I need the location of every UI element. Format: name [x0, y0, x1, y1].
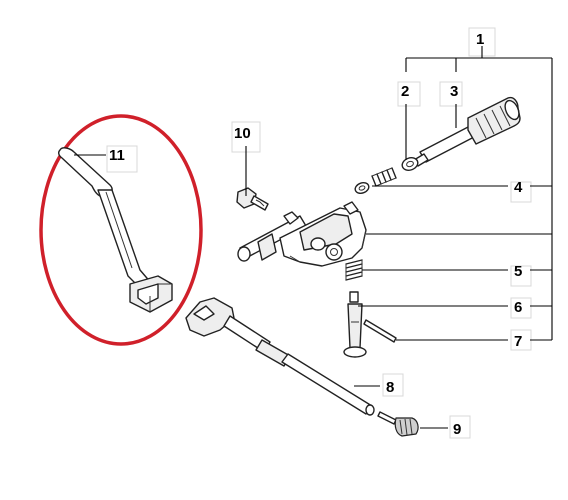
part-2-washer [401, 157, 419, 171]
part-4-spring [354, 167, 397, 194]
callout-8: 8 [386, 379, 394, 396]
part-5-spring [345, 259, 363, 281]
shift-bracket [237, 201, 367, 267]
part-7-small-pin [363, 319, 397, 343]
part-11-gear-lever [58, 147, 173, 313]
callout-3: 3 [450, 83, 458, 100]
callout-1: 1 [476, 31, 484, 48]
callout-9: 9 [453, 421, 461, 438]
callout-5: 5 [514, 263, 522, 280]
part-8-shift-rod [185, 297, 375, 416]
part-3-shift-shaft [413, 96, 521, 167]
part-10-bolt [236, 187, 269, 211]
callout-4: 4 [514, 179, 523, 196]
callout-11: 11 [109, 147, 125, 164]
leader-lines [74, 46, 553, 429]
callout-10: 10 [234, 125, 251, 142]
callout-labels: 1 2 3 4 5 6 7 8 9 10 11 [109, 31, 523, 438]
callout-2: 2 [401, 83, 409, 100]
callout-7: 7 [514, 333, 522, 350]
part-6-pin [343, 291, 367, 358]
callout-6: 6 [514, 299, 522, 316]
highlight-circle [39, 114, 203, 346]
part-9-knob [377, 411, 419, 437]
